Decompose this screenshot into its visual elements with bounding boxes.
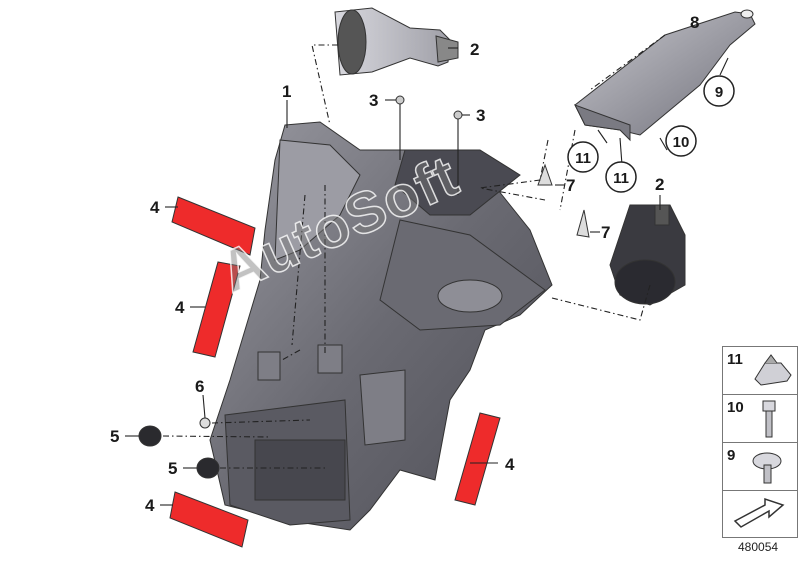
callout-4-top: 4 [150,198,160,217]
socket-part [609,204,686,306]
legend-number: 10 [727,399,744,416]
callout-3-right: 3 [476,106,485,125]
assembly-lines [162,34,666,469]
callout-4-bottom: 4 [145,496,155,515]
housing-part [209,121,553,531]
callout-7-bottom: 7 [601,223,610,242]
callout-8: 8 [690,13,699,32]
callout-5-top: 5 [110,427,119,446]
reflector-4 [169,491,249,548]
legend-number: 9 [727,447,736,464]
legend-number: 11 [727,351,743,368]
callout-1: 1 [282,82,291,101]
bracket-part [573,9,756,142]
legend-item-11: 11 [722,346,798,396]
grommet-1 [138,425,162,447]
leader-lines [125,47,729,506]
grommet-2 [196,457,220,479]
bolt-7a [537,163,553,186]
clip-nut-icon [754,354,792,386]
arrow-icon [733,497,785,528]
callout-9: 9 [715,84,723,101]
callout-4-mid: 4 [175,298,185,317]
callout-2-right: 2 [655,175,664,194]
legend-item-10: 10 [722,394,798,444]
callout-11-left: 11 [575,150,591,167]
bolt-7b [576,209,590,238]
callout-10: 10 [673,134,690,151]
reflector-3 [454,412,501,506]
legend-item-9: 9 [722,442,798,492]
allen-screw-icon [762,400,776,438]
reflector-1 [171,196,256,256]
flange-screw-icon [752,452,782,484]
screw-3b [453,110,463,195]
legend-item-arrow [722,490,798,538]
funnel-part [334,7,459,76]
reflector-2 [192,261,241,358]
circled-callouts: 9 10 11 11 [567,75,735,193]
screw-6 [199,417,211,429]
callout-3-left: 3 [369,91,378,110]
callout-4-right: 4 [505,455,515,474]
callout-11-right: 11 [613,170,629,187]
callout-5-bottom: 5 [168,459,177,478]
part-number: 480054 [738,540,779,554]
callout-7-top: 7 [566,176,575,195]
callouts: 1 2 2 3 3 4 4 4 4 5 5 6 7 7 8 [110,13,699,515]
callout-6: 6 [195,377,204,396]
reflector-part [169,196,501,548]
callout-2-top: 2 [470,40,479,59]
